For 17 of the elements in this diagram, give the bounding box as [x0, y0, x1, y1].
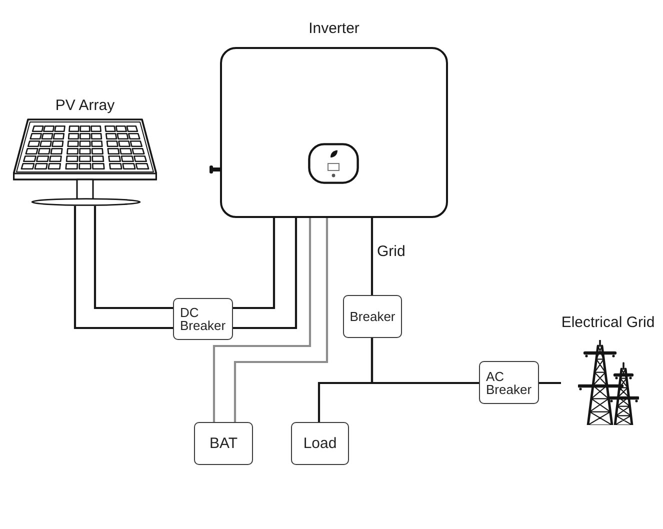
wire — [539, 382, 561, 384]
breaker-box: AC Breaker — [479, 361, 539, 404]
wire — [94, 206, 173, 310]
wire — [233, 218, 298, 330]
breaker-box: Breaker — [343, 295, 402, 338]
wire — [74, 206, 173, 330]
breaker-box: DC Breaker — [173, 298, 233, 340]
battery-box: BAT — [194, 422, 253, 465]
node-title: Electrical Grid — [561, 314, 655, 331]
wire — [212, 218, 312, 422]
wire — [318, 338, 374, 422]
wire — [233, 218, 276, 310]
node-title: PV Array — [55, 97, 115, 114]
load-box: Load — [291, 422, 349, 465]
wire — [234, 218, 328, 422]
node-title: Inverter — [308, 20, 360, 37]
wire — [370, 218, 374, 295]
